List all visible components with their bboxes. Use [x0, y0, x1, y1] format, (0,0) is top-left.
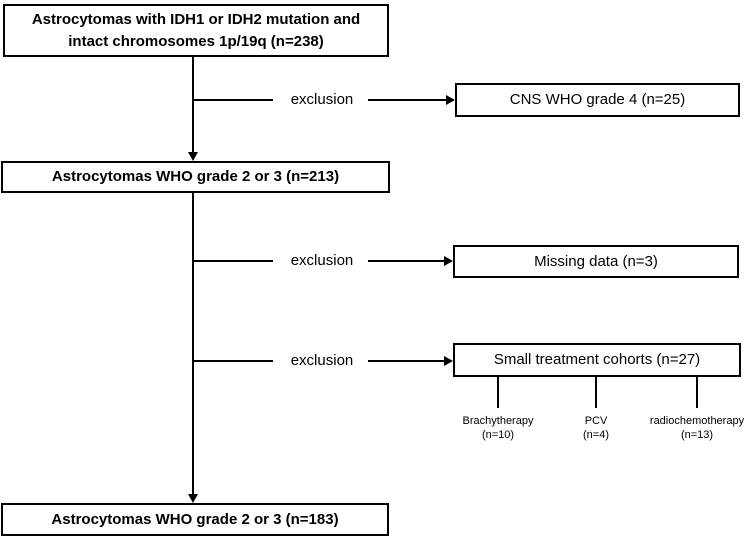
node-source-line2: intact chromosomes 1p/19q (n=238) [68, 32, 324, 50]
branch2-exclusion-label: exclusion [276, 252, 368, 270]
connector-main-2 [192, 193, 194, 494]
arrowhead-right-1-icon [446, 95, 455, 105]
node-exclusion-missing-data: Missing data (n=3) [453, 245, 739, 278]
branch1-exclusion-label: exclusion [276, 91, 368, 109]
arrowhead-down-2-icon [188, 494, 198, 503]
breakdown-label-pcv: PCV (n=4) [556, 414, 636, 442]
breakdown-label-brachytherapy: Brachytherapy (n=10) [438, 414, 558, 442]
breakdown-brachytherapy-count: (n=10) [481, 429, 515, 441]
breakdown-radiochemotherapy-name: radiochemotherapy [649, 415, 745, 427]
breakdown-stem-pcv [595, 377, 597, 408]
arrowhead-right-3-icon [444, 356, 453, 366]
node-exclusion-small-cohorts-label: Small treatment cohorts (n=27) [493, 351, 701, 368]
node-grade23-n213-label: Astrocytomas WHO grade 2 or 3 (n=213) [51, 168, 340, 185]
breakdown-radiochemotherapy-count: (n=13) [680, 429, 714, 441]
node-source-population: Astrocytomas with IDH1 or IDH2 mutation … [3, 4, 389, 57]
node-exclusion-small-cohorts: Small treatment cohorts (n=27) [453, 343, 741, 377]
node-source-line1: Astrocytomas with IDH1 or IDH2 mutation … [31, 10, 361, 28]
breakdown-pcv-count: (n=4) [583, 429, 609, 441]
arrowhead-right-2-icon [444, 256, 453, 266]
arrowhead-down-1-icon [188, 152, 198, 161]
branch3-line [193, 360, 273, 362]
node-grade23-n183-label: Astrocytomas WHO grade 2 or 3 (n=183) [51, 510, 339, 528]
breakdown-brachytherapy-name: Brachytherapy [462, 415, 534, 427]
breakdown-stem-radiochemotherapy [696, 377, 698, 408]
connector-main-1 [192, 57, 194, 152]
node-exclusion-grade4: CNS WHO grade 4 (n=25) [455, 83, 740, 117]
branch3-arrow-line [368, 360, 444, 362]
node-exclusion-grade4-label: CNS WHO grade 4 (n=25) [509, 91, 686, 108]
branch1-arrow-line [368, 99, 446, 101]
breakdown-label-radiochemotherapy: radiochemotherapy (n=13) [632, 414, 749, 442]
node-grade23-n213: Astrocytomas WHO grade 2 or 3 (n=213) [1, 161, 390, 193]
node-grade23-n183: Astrocytomas WHO grade 2 or 3 (n=183) [1, 503, 389, 536]
breakdown-stem-brachytherapy [497, 377, 499, 408]
breakdown-pcv-name: PCV [584, 415, 608, 427]
branch2-arrow-line [368, 260, 444, 262]
node-exclusion-missing-data-label: Missing data (n=3) [534, 252, 658, 270]
branch1-line [193, 99, 273, 101]
branch3-exclusion-label: exclusion [276, 352, 368, 370]
branch2-line [193, 260, 273, 262]
